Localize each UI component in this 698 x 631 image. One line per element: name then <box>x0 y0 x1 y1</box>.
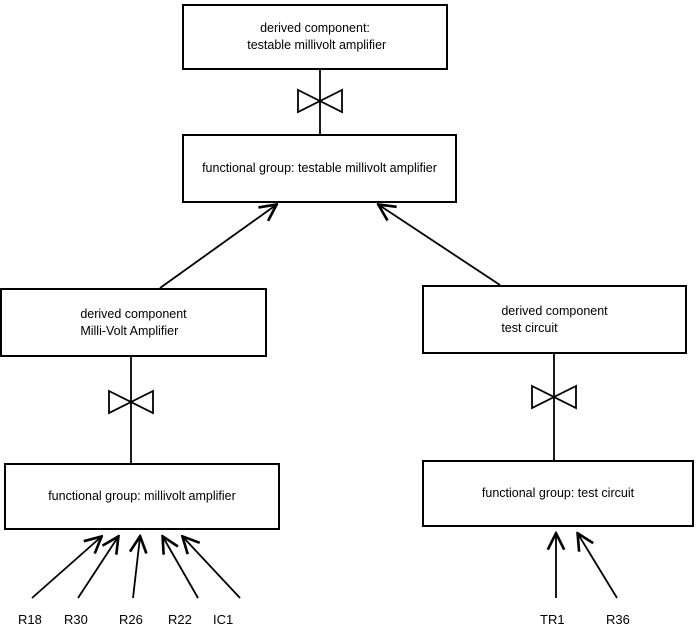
leaf-label-tr1[interactable]: TR1 <box>540 612 565 627</box>
node-label: derived component: testable millivolt am… <box>247 21 387 52</box>
leaf-label-ic1[interactable]: IC1 <box>213 612 234 627</box>
bowtie-composition-symbol <box>297 88 343 114</box>
node-derived-test-circuit[interactable]: derived component test circuit <box>422 285 687 354</box>
node-label: functional group: millivolt amplifier <box>48 489 236 504</box>
node-fg-testable-millivolt-amplifier[interactable]: functional group: testable millivolt amp… <box>182 134 457 203</box>
node-label: derived component Milli-Volt Amplifier <box>80 306 187 338</box>
node-fg-millivolt-amplifier[interactable]: functional group: millivolt amplifier <box>4 463 280 530</box>
arrow-r18 <box>31 537 101 599</box>
leaf-label-r22[interactable]: R22 <box>168 612 192 627</box>
arrow-r36 <box>578 534 618 599</box>
leaf-label-r26[interactable]: R26 <box>119 612 143 627</box>
node-label: functional group: test circuit <box>481 486 635 501</box>
bowtie-composition-symbol <box>108 389 154 415</box>
leaf-label-r18[interactable]: R18 <box>18 612 42 627</box>
leaf-label-r30[interactable]: R30 <box>64 612 88 627</box>
node-label: functional group: testable millivolt amp… <box>202 161 437 176</box>
node-fg-test-circuit[interactable]: functional group: test circuit <box>422 460 694 527</box>
leaf-label-r36[interactable]: R36 <box>606 612 630 627</box>
arrow-tc-to-testable <box>379 205 501 286</box>
node-label: derived component test circuit <box>501 303 608 335</box>
bowtie-composition-symbol <box>531 384 577 410</box>
bowtie-symbols <box>108 88 577 415</box>
node-derived-milli-volt-amplifier[interactable]: derived component Milli-Volt Amplifier <box>0 288 267 357</box>
arrow-r30 <box>77 537 118 599</box>
arrow-mv-to-testable <box>159 205 276 289</box>
arrow-ic1 <box>183 537 241 599</box>
arrow-r26 <box>133 537 140 599</box>
arrow-r22 <box>163 537 199 599</box>
generalization-arrows <box>31 205 618 599</box>
node-derived-testable-millivolt-amplifier[interactable]: derived component: testable millivolt am… <box>182 4 448 70</box>
composition-link-lines <box>130 70 555 463</box>
